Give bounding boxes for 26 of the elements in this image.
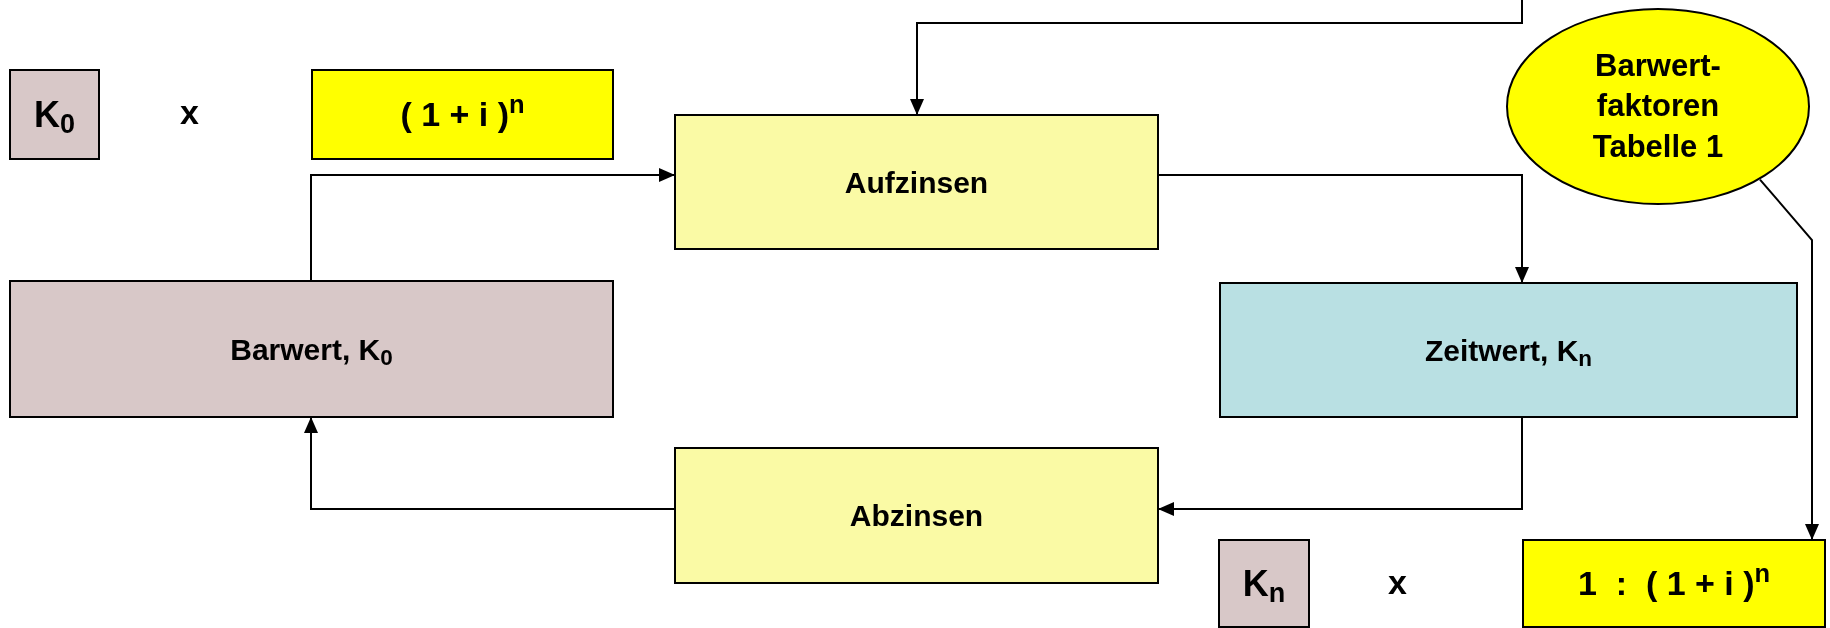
node-text: K$_{n}$ [1242, 561, 1286, 611]
node-text: Abzinsen [849, 498, 984, 534]
arrow [1158, 417, 1523, 516]
value-box [9, 280, 614, 418]
node-text: K$_{0}$ [34, 92, 75, 142]
arrow [1158, 174, 1529, 283]
formula-box [1522, 539, 1826, 628]
node-text: 1 : ( 1 + i )$^{n}$ [1577, 558, 1771, 604]
node-text: ( 1 + i )$^{n}$ [400, 89, 525, 135]
formula-box [311, 69, 614, 160]
arrow [304, 417, 675, 510]
arrow [910, 0, 1523, 115]
process-box [674, 114, 1159, 250]
process-box [674, 447, 1159, 584]
arrow [310, 168, 675, 281]
multiply-sign: x [1388, 565, 1407, 599]
node-text: Zeitwert, K$_{n}$ [1424, 332, 1593, 373]
callout-ellipse [1506, 8, 1810, 205]
variable-box [1218, 539, 1310, 628]
value-box [1219, 282, 1798, 418]
node-text: Barwert- faktoren Tabelle 1 [1591, 47, 1725, 166]
variable-box [9, 69, 100, 160]
multiply-sign: x [180, 95, 199, 129]
node-text: Barwert, K$_{0}$ [230, 331, 393, 372]
node-text: Aufzinsen [844, 164, 989, 201]
arrow [1759, 178, 1819, 540]
